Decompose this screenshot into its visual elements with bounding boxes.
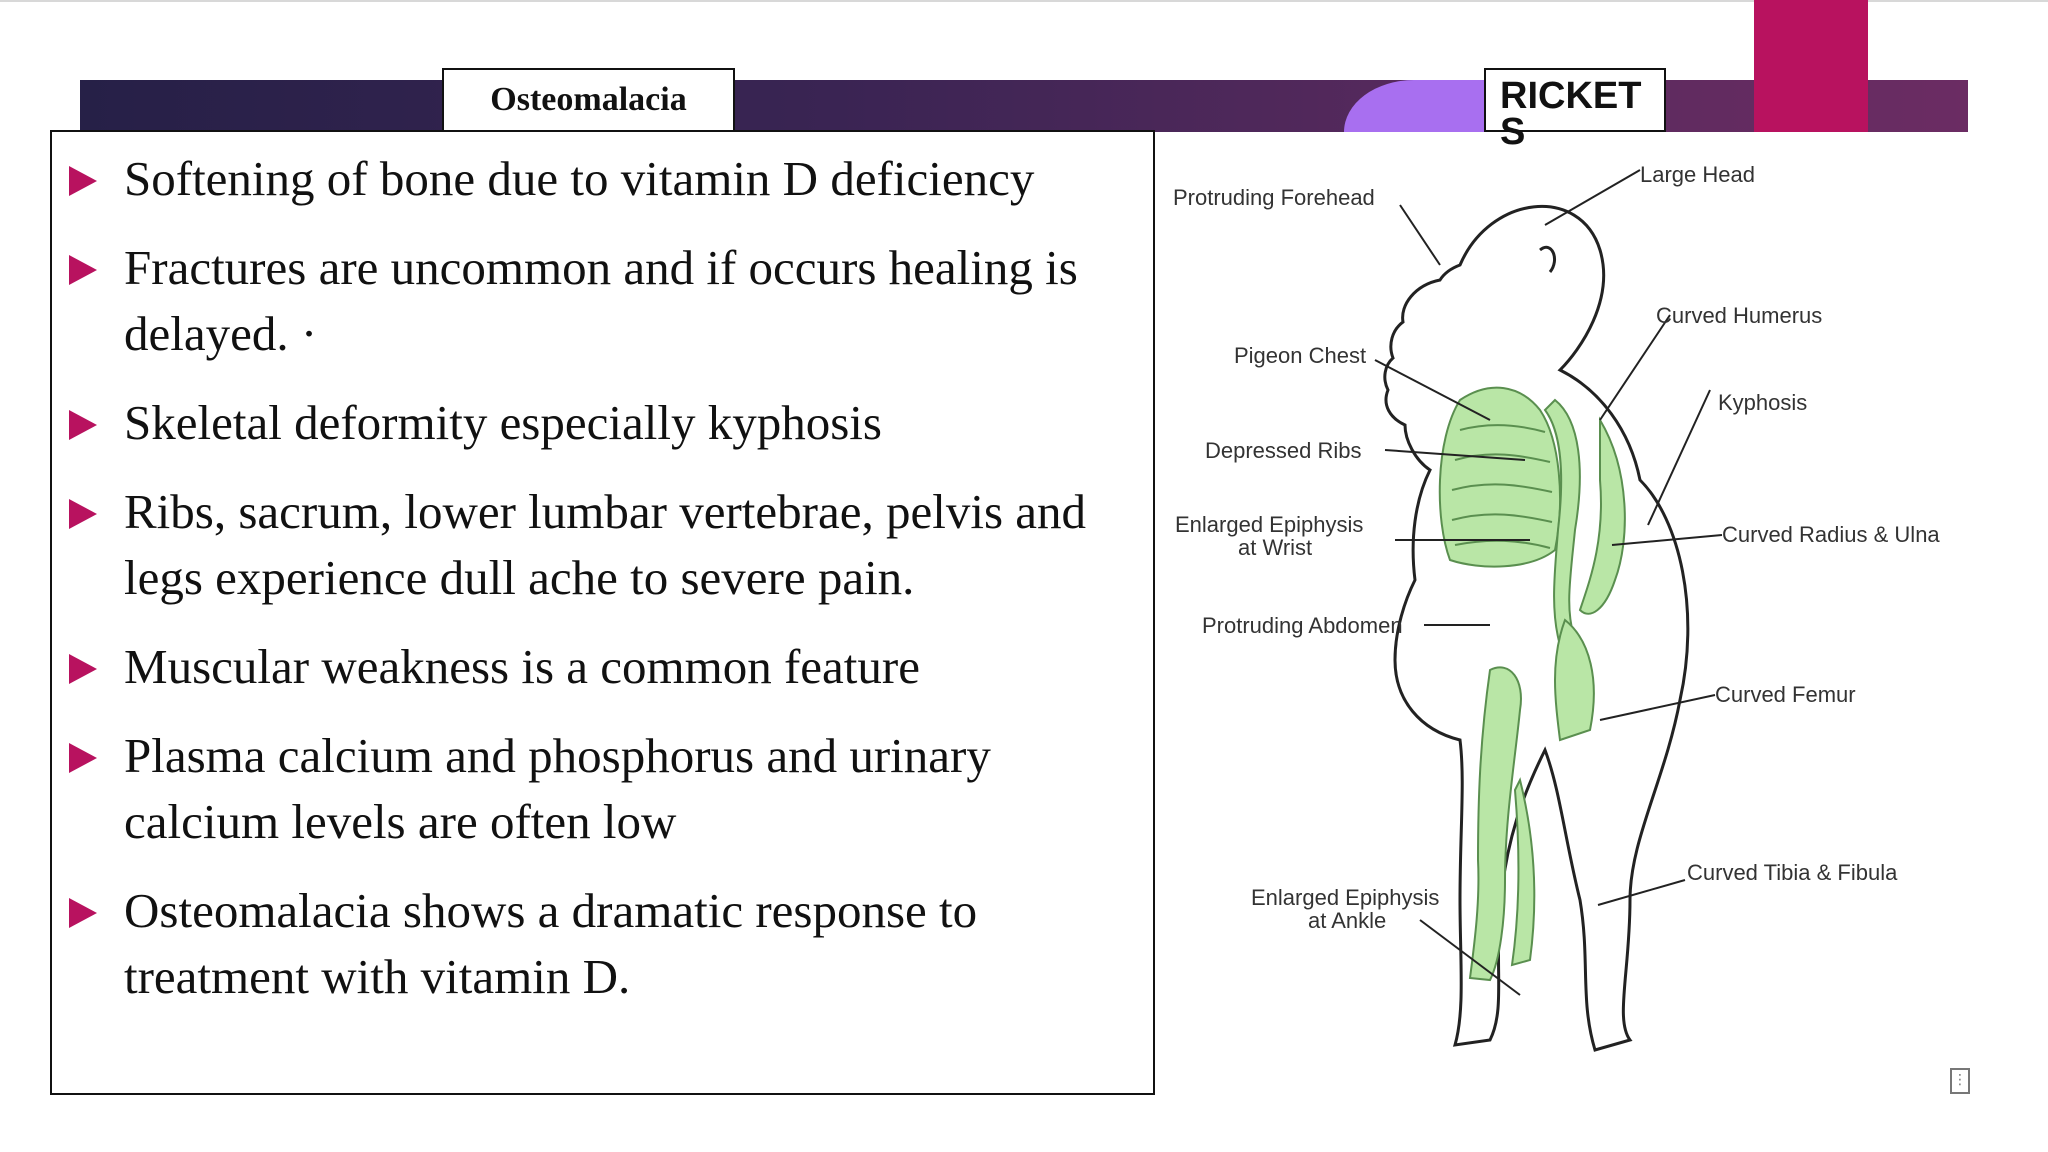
slide-options-icon[interactable]: ⋮ (1950, 1068, 1970, 1094)
triangle-bullet-icon (69, 499, 97, 529)
bullet-list: Softening of bone due to vitamin D defic… (52, 132, 1153, 1010)
leader-lines (1374, 169, 1723, 996)
label-depressed-ribs: Depressed Ribs (1205, 438, 1362, 463)
list-item: Muscular weakness is a common feature (69, 634, 1133, 700)
label-curved-humerus: Curved Humerus (1656, 303, 1822, 328)
list-item: Fractures are uncommon and if occurs hea… (69, 235, 1133, 367)
label-epiphysis-ankle-line1: Enlarged Epiphysis (1251, 885, 1439, 910)
label-protruding-abdomen: Protruding Abdomen (1202, 613, 1403, 638)
header-band (80, 80, 1968, 132)
label-curved-tibia-fibula: Curved Tibia & Fibula (1687, 860, 1898, 885)
label-epiphysis-wrist-line2: at Wrist (1238, 535, 1312, 560)
label-pigeon-chest: Pigeon Chest (1234, 343, 1366, 368)
fibula-bone (1510, 777, 1536, 967)
rickets-diagram: Protruding Forehead Large Head Curved Hu… (1173, 162, 1940, 1052)
top-rule (0, 0, 2048, 2)
skeleton-bones (1438, 386, 1626, 982)
osteomalacia-label: Osteomalacia (442, 68, 735, 132)
femur-tibia-bone (1468, 666, 1522, 982)
pelvis-bone (1554, 618, 1595, 742)
label-protruding-forehead: Protruding Forehead (1173, 185, 1375, 210)
body-outline (1383, 204, 1690, 1052)
list-item: Osteomalacia shows a dramatic response t… (69, 878, 1133, 1010)
list-item: Plasma calcium and phosphorus and urinar… (69, 723, 1133, 855)
header-magenta-block (1754, 0, 1868, 132)
triangle-bullet-icon (69, 898, 97, 928)
triangle-bullet-icon (69, 743, 97, 773)
label-curved-radius-ulna: Curved Radius & Ulna (1722, 522, 1940, 547)
list-item: Ribs, sacrum, lower lumbar vertebrae, pe… (69, 479, 1133, 611)
triangle-bullet-icon (69, 255, 97, 285)
rickets-label: RICKETS (1484, 68, 1666, 151)
triangle-bullet-icon (69, 166, 97, 196)
label-large-head: Large Head (1640, 162, 1755, 187)
list-item: Softening of bone due to vitamin D defic… (69, 146, 1133, 212)
ear (1539, 246, 1556, 273)
osteomalacia-content-box: Softening of bone due to vitamin D defic… (50, 130, 1155, 1095)
label-curved-femur: Curved Femur (1715, 682, 1856, 707)
label-epiphysis-ankle-line2: at Ankle (1308, 908, 1386, 933)
triangle-bullet-icon (69, 410, 97, 440)
rib-cage (1438, 386, 1561, 568)
spine-bone (1578, 416, 1626, 615)
label-kyphosis: Kyphosis (1718, 390, 1807, 415)
child-silhouette (1383, 204, 1690, 1052)
triangle-bullet-icon (69, 654, 97, 684)
list-item: Skeletal deformity especially kyphosis (69, 390, 1133, 456)
label-epiphysis-wrist-line1: Enlarged Epiphysis (1175, 512, 1363, 537)
